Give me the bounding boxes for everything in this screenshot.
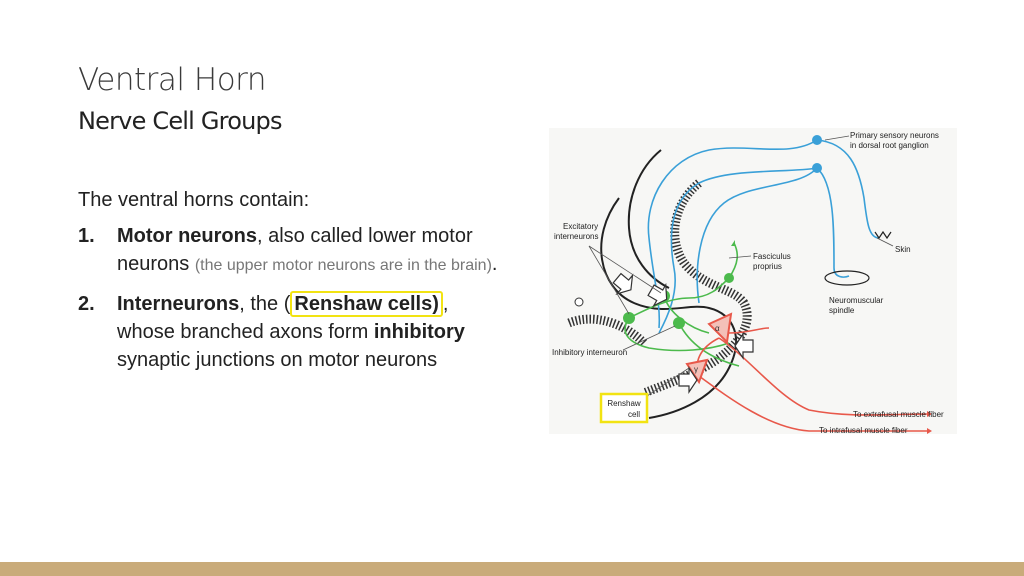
label-excitatory-2: interneurons <box>554 232 598 241</box>
intro-text: The ventral horns contain: <box>78 189 310 211</box>
alpha-motor-neuron <box>707 312 733 345</box>
gray-matter-outline <box>600 197 738 419</box>
renshaw-label-box <box>599 392 649 424</box>
term-interneurons: Interneurons <box>117 293 240 315</box>
sensory-neuron-body <box>812 135 822 145</box>
list-number: 1. <box>78 225 95 247</box>
label-sensory-neurons-1: Primary sensory neurons <box>850 131 939 140</box>
slide-title: Ventral Horn <box>78 62 267 98</box>
spinal-cord-diagram: α γ Primary sensory neurons in dorsal ro… <box>549 128 957 435</box>
label-fasciculus-2: proprius <box>753 262 782 271</box>
hatched-band-left <box>567 314 648 347</box>
footer-bar <box>0 562 1024 576</box>
skin-receptor-icon <box>874 230 892 240</box>
descending-input-arrow-icon <box>647 282 668 308</box>
sensory-neurons <box>647 139 880 334</box>
descending-input-arrow-icon <box>734 332 754 360</box>
extrafusal-arrow-icon <box>927 411 932 417</box>
term-motor-neurons: Motor neurons <box>117 225 257 247</box>
label-sensory-neurons-2: in dorsal root ganglion <box>850 141 929 150</box>
motor-neurons <box>696 327 930 432</box>
item-text: , the ( <box>239 293 291 315</box>
label-fasciculus-1: Fasciculus <box>753 252 791 261</box>
central-canal-icon <box>574 297 584 307</box>
item-text: synaptic junctions on motor neurons <box>117 349 438 371</box>
label-spindle-2: spindle <box>829 306 855 315</box>
list-item-motor-neurons: 1. Motor neurons, also called lower moto… <box>78 222 498 280</box>
leader-lines <box>588 135 894 397</box>
renshaw-highlight: Renshaw cells) <box>290 291 443 317</box>
label-inhibitory-interneuron: Inhibitory interneuron <box>552 348 627 357</box>
label-extrafusal: To extrafusal muscle fiber <box>853 410 944 419</box>
label-renshaw-1: Renshaw <box>607 399 641 408</box>
item-text: , whose branched axons form <box>117 293 449 343</box>
label-spindle-1: Neuromuscular <box>829 296 884 305</box>
body-text: The ventral horns contain: 1. Motor neur… <box>78 186 498 384</box>
term-inhibitory: inhibitory <box>373 321 465 343</box>
descending-input-arrow-icon <box>678 366 698 394</box>
interneuron-body <box>724 273 734 283</box>
inhibitory-interneuron-body <box>673 317 685 329</box>
list-item-interneurons: 2. Interneurons, the (Renshaw cells), wh… <box>78 290 498 374</box>
intrafusal-arrow-icon <box>927 428 932 434</box>
label-skin: Skin <box>895 245 911 254</box>
dorsal-horn-outline <box>627 149 670 289</box>
sensory-neuron-body <box>812 163 822 173</box>
content-list: 1. Motor neurons, also called lower moto… <box>78 222 498 374</box>
fasciculus-arrow-icon <box>731 240 735 246</box>
descending-input-arrow-icon <box>612 272 634 295</box>
excitatory-interneuron-body <box>623 312 635 324</box>
hatched-band <box>642 179 752 398</box>
alpha-label: α <box>715 324 720 333</box>
diagram-svg: α γ Primary sensory neurons in dorsal ro… <box>549 128 957 435</box>
gamma-label: γ <box>694 365 698 374</box>
label-renshaw-2: cell <box>628 410 640 419</box>
item-end: . <box>491 253 498 275</box>
list-number: 2. <box>78 293 95 315</box>
slide-subtitle: Nerve Cell Groups <box>78 107 282 135</box>
neuromuscular-spindle-icon <box>824 270 870 286</box>
label-intrafusal: To intrafusal muscle fiber <box>819 426 908 434</box>
item-text: , also called lower motor neurons <box>117 225 473 275</box>
label-excitatory-1: Excitatory <box>563 222 598 231</box>
item-note: (the upper motor neurons are in the brai… <box>194 257 492 274</box>
